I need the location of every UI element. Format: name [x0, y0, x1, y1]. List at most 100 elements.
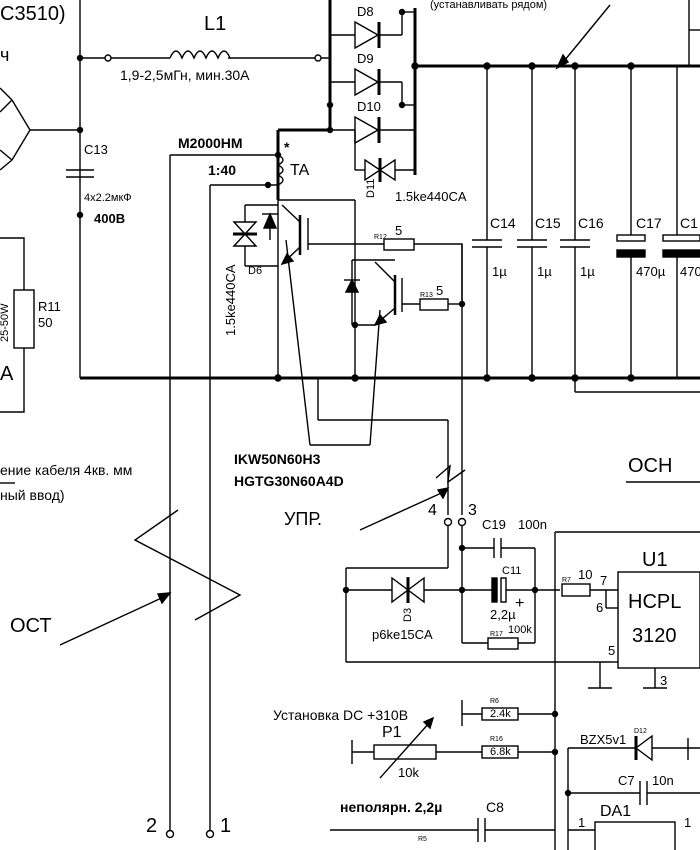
inductor-l1: [169, 50, 330, 60]
c11-label: C11: [502, 565, 522, 577]
capacitor-c15: [517, 66, 547, 378]
pin-7: 7: [600, 573, 608, 588]
r13-value: 5: [436, 283, 444, 298]
diode-d8: [330, 11, 415, 50]
c16-value: 1µ: [580, 264, 595, 279]
r6-label: R6: [490, 698, 499, 705]
transformer-dot: *: [284, 139, 290, 155]
capacitor-c18: [662, 66, 700, 378]
u1-ref: U1: [642, 549, 668, 571]
r17-value: 100k: [508, 624, 532, 636]
potentiometer-p1: [373, 744, 437, 760]
r5-label: R5: [418, 836, 427, 843]
c8-note: неполярн. 2,2µ: [340, 799, 443, 815]
c18-label: C1: [680, 215, 698, 231]
capacitor-c11: [462, 577, 560, 603]
d12-value: BZX5v1: [580, 732, 627, 747]
inductor-value: 1,9-2,5мГн, мин.30А: [120, 67, 250, 83]
r7-label: R7: [562, 577, 571, 584]
d11-value: 1.5ke440CA: [395, 189, 467, 204]
capacitor-c17: [616, 66, 646, 378]
optocoupler-u1: [617, 571, 700, 669]
r13-label: R13: [420, 292, 433, 299]
zener-d12: [634, 734, 700, 762]
da1-label: DA1: [600, 803, 632, 820]
r6-value: 2.4k: [490, 708, 511, 720]
tvs-diode-d3: [391, 576, 462, 604]
r12-value: 5: [395, 223, 403, 238]
resistor-r12: [383, 238, 415, 251]
r16-label: R16: [490, 736, 503, 743]
top-note: (устанавливать рядом): [430, 0, 548, 11]
osn-label: ОСН: [628, 455, 673, 477]
ost-label: ОСТ: [10, 615, 52, 637]
c15-value: 1µ: [537, 264, 552, 279]
d9-label: D9: [357, 51, 374, 66]
r11-value: 50: [38, 315, 53, 330]
d6-value: 1.5ke440CA: [223, 264, 238, 336]
pin-1-right: 1: [684, 815, 692, 830]
diode-d10: [330, 115, 415, 145]
c7-label: C7: [618, 773, 635, 788]
ic-da1: [594, 821, 676, 850]
r11-label: R11: [38, 299, 61, 314]
pin-1-da1: 1: [578, 815, 586, 830]
tvs-diode-d11: [354, 130, 415, 182]
resistor-r7: [561, 583, 591, 597]
bridge-rectifier-fragment: [0, 87, 80, 171]
transformer-ratio: 1:40: [208, 162, 237, 178]
ost-transformer-symbol: [133, 509, 242, 621]
resistor-r17: [487, 637, 519, 650]
c14-value: 1µ: [492, 264, 507, 279]
igbt-top: [262, 199, 356, 378]
u1-line1: HCPL: [628, 591, 682, 613]
resistor-r13: [419, 298, 449, 311]
p1-ref: P1: [382, 724, 402, 741]
capacitor-c16: [560, 66, 590, 378]
pin-4: 4: [428, 502, 437, 519]
pin-3-u1: 3: [660, 673, 668, 688]
p1-value: 10k: [398, 765, 419, 780]
resistor-r11: [13, 289, 35, 349]
c18-value: 470: [680, 264, 700, 279]
current-transformer-ta: [169, 154, 284, 835]
d11-label: D11: [365, 178, 377, 198]
terminal-1: 1: [220, 815, 232, 837]
transistor-part-2: HGTG30N60A4D: [234, 473, 344, 489]
pin-6: 6: [596, 600, 604, 615]
inductor-ref: L1: [204, 13, 227, 35]
cable-note-2: ный ввод): [0, 487, 65, 503]
capacitor-c19: [462, 538, 536, 590]
transistor-part-1: IKW50N60H3: [234, 451, 321, 467]
capacitor-c13: [66, 169, 94, 178]
a-fragment: A: [0, 363, 14, 385]
part-ref-fragment: C3510): [0, 3, 66, 25]
transformer-core: M2000HM: [178, 135, 243, 151]
d12-label: D12: [634, 728, 647, 735]
left-fragment: ч: [0, 45, 10, 65]
igbt-bottom: [344, 259, 420, 327]
diode-d9: [330, 67, 415, 106]
c15-label: C15: [535, 215, 561, 231]
r7-value: 10: [578, 567, 593, 582]
upr-transformer-symbol: [435, 464, 466, 484]
c11-plus: +: [515, 595, 525, 612]
c13-value: 4х2.2мкФ: [84, 192, 132, 204]
c13-label: C13: [84, 142, 108, 157]
d6-label: D6: [248, 265, 263, 277]
pin-3: 3: [468, 502, 477, 519]
c19-value: 100n: [518, 517, 547, 532]
r12-label: R12: [374, 234, 387, 241]
tvs-diode-d6: [232, 204, 278, 267]
c14-label: C14: [490, 215, 516, 231]
d10-label: D10: [357, 99, 381, 114]
c16-label: C16: [578, 215, 604, 231]
u1-line2: 3120: [632, 625, 677, 647]
c11-value: 2,2µ: [490, 607, 516, 622]
pin-5: 5: [608, 643, 616, 658]
c7-value: 10n: [652, 773, 674, 788]
cable-note-1: ение кабеля 4кв. мм: [0, 462, 133, 478]
terminal-2: 2: [146, 815, 158, 837]
